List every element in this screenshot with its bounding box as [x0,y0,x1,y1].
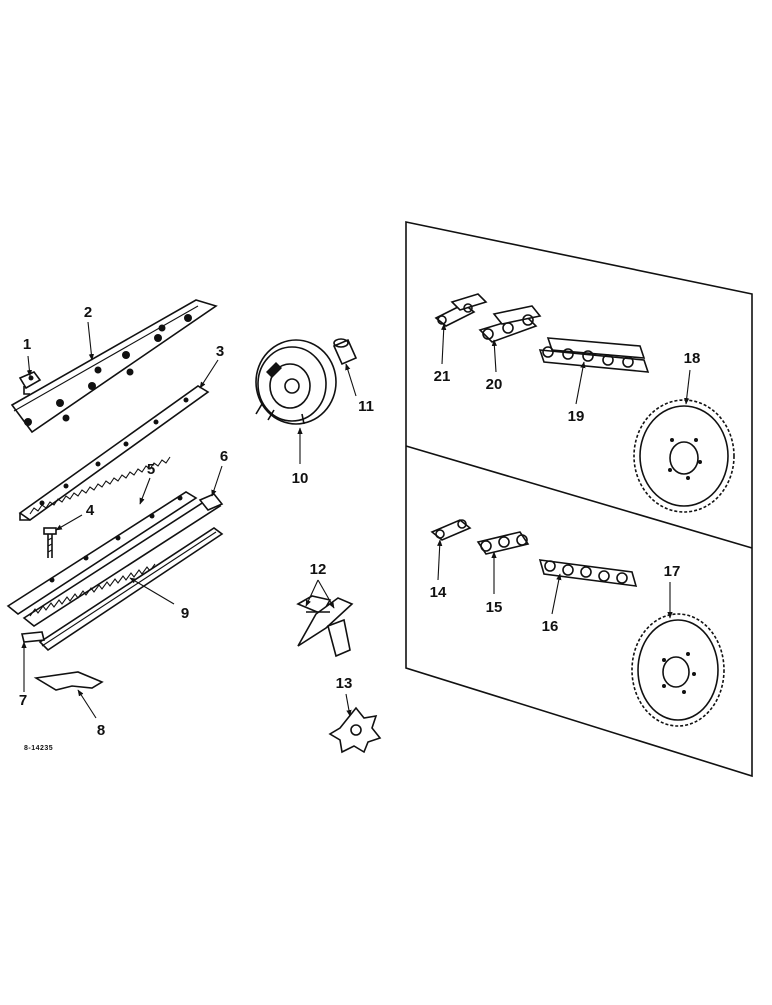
part-19-chain [538,337,650,373]
callout-15: 15 [486,599,503,616]
callout-4: 4 [86,502,95,519]
part-17-sprocket [631,613,725,727]
callout-12: 12 [310,561,327,578]
part-14-link [430,519,472,541]
part-1-clip [18,371,42,395]
right-panel [405,221,753,778]
callout-21: 21 [434,368,451,385]
part-13-star [328,706,382,754]
callout-3: 3 [216,343,224,360]
part-18-sprocket [633,399,735,513]
callout-18: 18 [684,350,701,367]
callout-13: 13 [336,675,353,692]
callout-9: 9 [181,605,189,622]
part-7-plate [20,631,46,643]
part-11-bushing [332,338,358,366]
callout-17: 17 [664,563,681,580]
part-5-6-sickle [6,491,224,627]
callout-14: 14 [430,584,447,601]
callout-20: 20 [486,376,503,393]
part-4-bolt [43,527,57,558]
part-10-pulley [255,339,337,425]
callout-16: 16 [542,618,559,635]
callout-19: 19 [568,408,585,425]
part-16-chain [538,559,638,587]
callout-11: 11 [358,398,374,415]
callout-5: 5 [147,461,155,478]
callout-10: 10 [292,470,309,487]
part-9-flat-bar [38,527,224,652]
callout-6: 6 [220,448,228,465]
callout-1: 1 [23,336,31,353]
drawing-id: 8-14235 [24,745,53,752]
leader-lines [21,321,691,719]
callout-labels: 1 2 3 4 5 6 7 8 9 10 11 12 13 14 15 16 1… [19,304,701,739]
part-8-plate [33,671,104,691]
callout-8: 8 [97,722,105,739]
part-21-link [434,293,488,327]
part-15-offset-link [476,531,530,555]
part-2-bar [10,299,218,434]
part-20-offset-link [478,305,542,343]
callout-2: 2 [84,304,92,321]
callout-7: 7 [19,692,27,709]
part-3-blade [18,385,210,521]
